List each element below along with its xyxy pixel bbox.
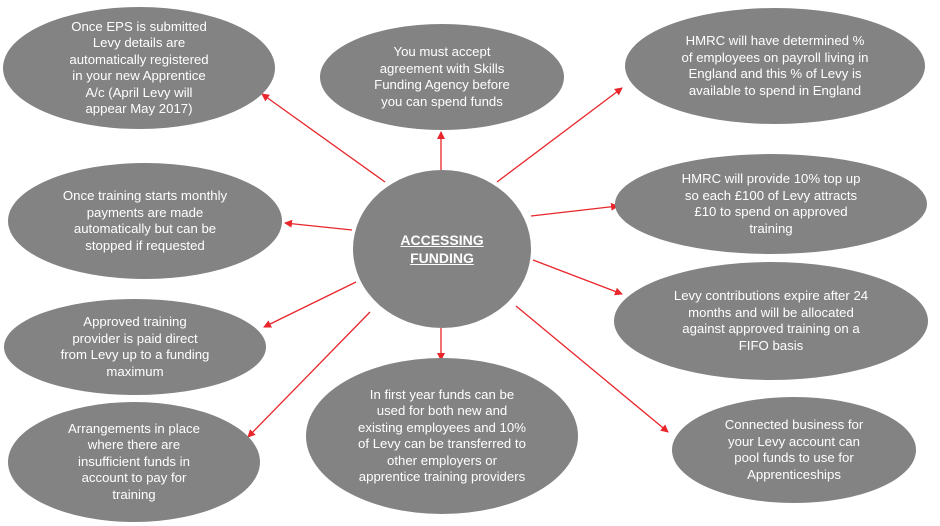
node-eps-submitted: Once EPS is submitted Levy details are a… [3, 7, 275, 129]
arrow-to-connected [515, 305, 669, 433]
node-line: months and will be allocated [688, 304, 854, 320]
node-line: England and this % of Levy is [688, 66, 862, 81]
node-line: You must accept [393, 44, 491, 59]
node-line: account to pay for [81, 470, 187, 486]
node-line: Once training starts monthly [62, 188, 228, 203]
node-line: Connected business for [724, 417, 864, 432]
center-node-accessing-funding: ACCESSING FUNDING [353, 170, 531, 328]
node-line: HMRC will provide 10% top up [681, 171, 861, 186]
node-line: In first year funds can be [369, 386, 515, 402]
node-line: Approved training [83, 314, 187, 329]
arrow-to-insufficient [247, 311, 371, 438]
node-line: existing employees and 10% [358, 419, 526, 435]
node-provider-paid: Approved training provider is paid direc… [4, 299, 266, 395]
node-line: agreement with Skills [379, 60, 505, 76]
node-line: your Levy account can [728, 433, 860, 449]
node-line: insufficient funds in [78, 453, 190, 469]
node-line: of Levy can be transferred to [358, 436, 526, 451]
node-line: used for both new and [376, 403, 508, 418]
node-line: against approved training on a [682, 321, 860, 336]
node-monthly-payments: Once training starts monthly payments ar… [8, 163, 282, 279]
node-line: Arrangements in place [68, 420, 200, 436]
node-line: pool funds to use for [734, 450, 854, 465]
node-line: maximum [106, 363, 164, 379]
node-line: Levy details are [92, 35, 186, 50]
node-line: training [112, 486, 156, 502]
node-insufficient-funds: Arrangements in place where there are in… [8, 402, 260, 522]
node-line: automatically registered [69, 51, 209, 67]
node-line: of employees on payroll living in [681, 49, 869, 65]
node-line: stopped if requested [85, 237, 205, 253]
node-line: so each £100 of Levy attracts [684, 187, 858, 203]
center-line: FUNDING [410, 250, 474, 266]
node-levy-expire: Levy contributions expire after 24 month… [614, 262, 928, 380]
node-line: appear May 2017) [85, 101, 193, 116]
node-line: A/c (April Levy will [85, 84, 193, 100]
arrow-to-monthly [284, 219, 353, 231]
node-line: available to spend in England [688, 82, 862, 98]
node-line: Levy contributions expire after 24 [673, 288, 869, 303]
arrow-to-provider [263, 281, 357, 328]
node-line: provider is paid direct [72, 330, 198, 346]
arrow-to-hmrc-england [496, 87, 623, 183]
node-hmrc-england: HMRC will have determined % of employees… [625, 8, 925, 124]
node-line: you can spend funds [381, 93, 503, 109]
node-line: FIFO basis [738, 337, 804, 353]
node-line: £10 to spend on approved [694, 204, 848, 219]
node-line: Apprenticeships [747, 466, 841, 482]
arrow-to-topup [530, 202, 619, 217]
center-line: ACCESSING [400, 232, 484, 248]
node-line: other employers or [387, 452, 497, 468]
node-line: automatically but can be [73, 221, 217, 236]
node-line: in your new Apprentice [72, 68, 206, 83]
node-line: payments are made [86, 204, 204, 220]
node-accept-agreement: You must accept agreement with Skills Fu… [320, 24, 564, 130]
node-first-year: In first year funds can be used for both… [306, 358, 578, 514]
node-line: where there are [87, 437, 181, 453]
arrow-to-eps [261, 93, 386, 183]
node-connected-business: Connected business for your Levy account… [672, 397, 916, 503]
arrow-to-expire [532, 259, 623, 296]
node-hmrc-topup: HMRC will provide 10% top up so each £10… [615, 154, 927, 254]
node-line: Funding Agency before [374, 77, 510, 92]
node-line: training [749, 220, 793, 236]
node-line: from Levy up to a funding [60, 347, 210, 362]
node-line: Once EPS is submitted [71, 18, 207, 34]
node-line: HMRC will have determined % [685, 33, 865, 48]
node-line: apprentice training providers [358, 469, 526, 484]
